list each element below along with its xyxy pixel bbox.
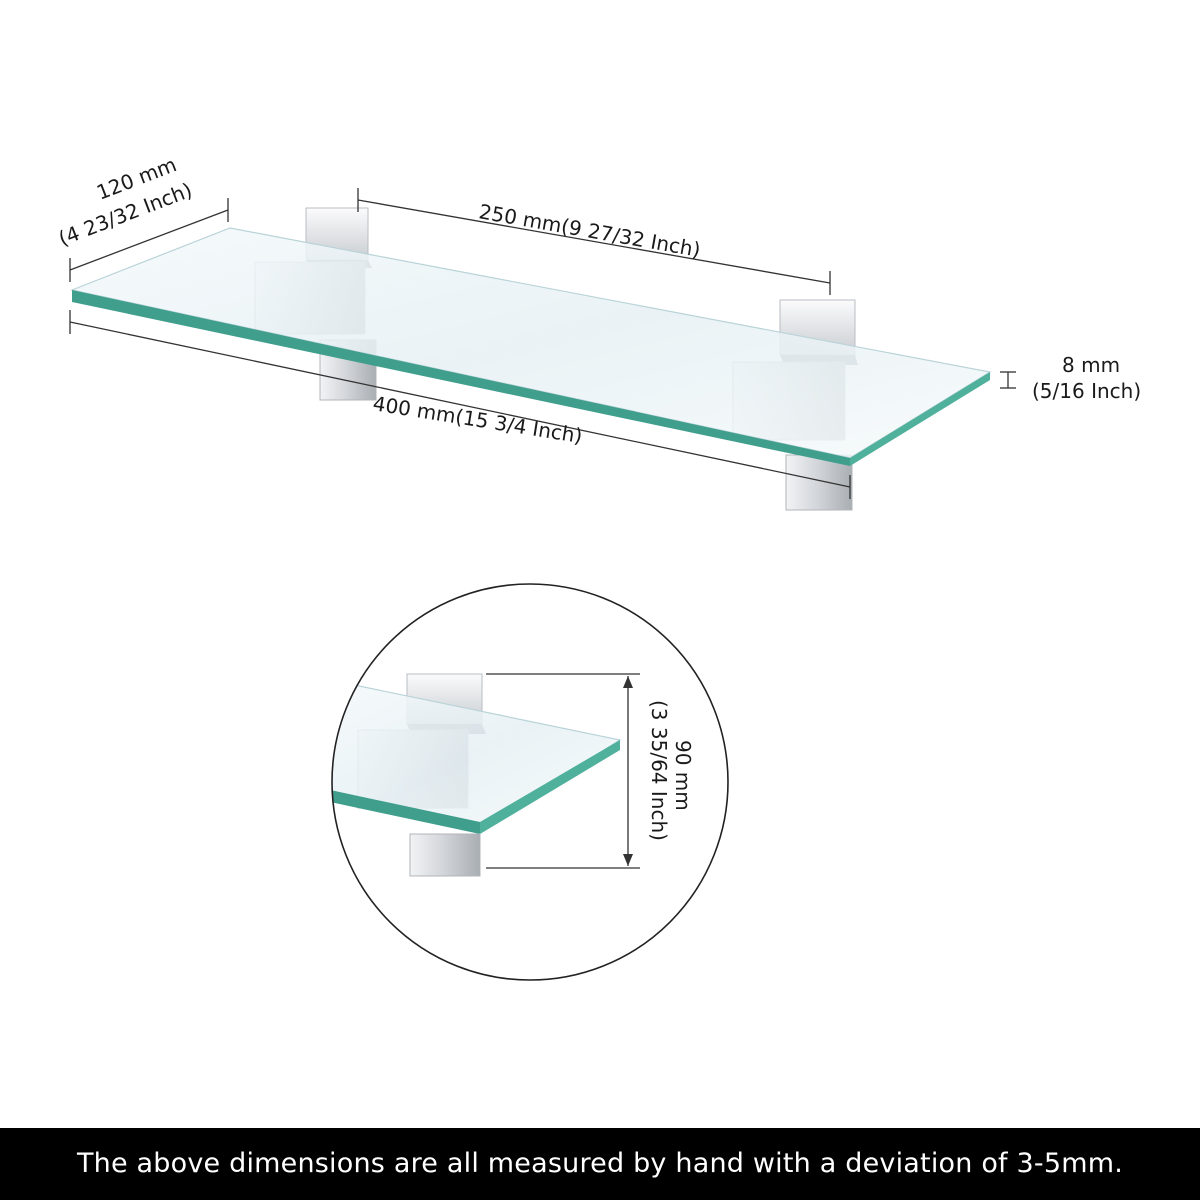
bracket-spacing-label: 250 mm(9 27/32 Inch) <box>477 199 702 262</box>
detail-circle <box>331 583 729 981</box>
bracket-height-inch-label: (3 35/64 Inch) <box>647 700 671 841</box>
bracket-height-dimension: 90 mm (3 35/64 Inch) <box>486 673 695 869</box>
main-shelf <box>69 207 992 511</box>
thickness-dimension: 8 mm (5/16 Inch) <box>1000 353 1141 403</box>
thickness-mm-label: 8 mm <box>1062 353 1120 377</box>
bracket-height-mm-label: 90 mm <box>671 740 695 811</box>
measurement-disclaimer: The above dimensions are all measured by… <box>0 1128 1200 1200</box>
glass-edge <box>72 290 850 466</box>
thickness-inch-label: (5/16 Inch) <box>1032 379 1141 403</box>
shelf-diagram: 120 mm (4 23/32 Inch) 250 mm(9 27/32 Inc… <box>55 152 1141 981</box>
detail-view: 90 mm (3 35/64 Inch) <box>331 583 729 981</box>
